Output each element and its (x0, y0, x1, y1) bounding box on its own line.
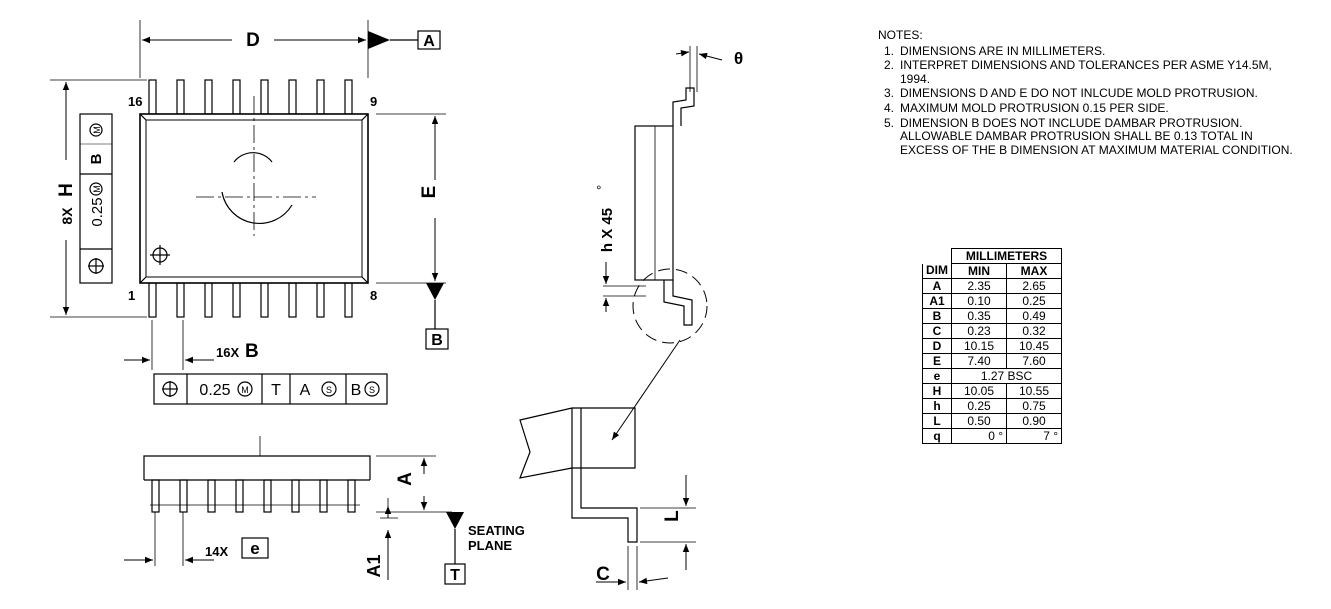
end-body (634, 125, 674, 281)
fcf-h-s2: S (369, 385, 375, 395)
label-e: e (250, 539, 259, 558)
fcf-v-m1: M (92, 126, 102, 134)
header-max: MAX (1006, 263, 1062, 279)
degree-symbol: ° (594, 185, 609, 190)
datum-A-label: A (423, 33, 435, 50)
top-view (50, 20, 449, 405)
note-item: 1.DIMENSIONS ARE IN MILLIMETERS. (884, 43, 1106, 58)
label-D: D (246, 30, 260, 51)
side-leads (151, 479, 356, 513)
gull-wing-lead (672, 87, 695, 126)
count-8x: 8X (59, 207, 75, 225)
pin16-label: 16 (128, 94, 142, 109)
label-A: A (395, 472, 416, 486)
fcf-h-datum-b: B (351, 382, 362, 399)
note-item: 5.DIMENSION B DOES NOT INCLUDE DAMBAR PR… (884, 115, 1293, 157)
fcf-v-tol: 0.25 (89, 197, 106, 226)
header-min: MIN (951, 263, 1007, 279)
header-millimeters: MILLIMETERS (951, 248, 1062, 264)
fcf-horizontal (153, 373, 388, 405)
fcf-h-m: M (241, 385, 249, 395)
count-16x: 16X (216, 345, 239, 360)
notes-block: NOTES: 1.DIMENSIONS ARE IN MILLIMETERS. … (878, 28, 1298, 158)
fcf-vertical (79, 113, 113, 284)
bottom-leads (148, 282, 353, 318)
drawing-labels: D A 16 9 1 8 E B 8X H 0.25 M B M 16X B 0… (56, 30, 743, 585)
detail-view (519, 407, 696, 590)
notes-title: NOTES: (878, 28, 923, 42)
count-14x: 14X (205, 544, 228, 559)
fcf-h-datum-t: T (271, 382, 281, 399)
top-leads (148, 79, 353, 115)
label-B: B (245, 341, 259, 362)
note-item: 2.INTERPRET DIMENSIONS AND TOLERANCES PE… (884, 58, 1272, 86)
label-L: L (662, 510, 683, 522)
label-h-x-45: h X 45 (599, 208, 616, 252)
fcf-h-datum-a: A (300, 382, 311, 399)
pin9-label: 9 (370, 94, 377, 109)
note-item: 3.DIMENSIONS D AND E DO NOT INLCUDE MOLD… (884, 86, 1258, 101)
package-drawing: D A 16 9 1 8 E B 8X H 0.25 M B M 16X B 0… (50, 20, 743, 590)
header-dim: DIM (922, 263, 952, 279)
notes-list: 1.DIMENSIONS ARE IN MILLIMETERS. 2.INTER… (878, 43, 1298, 158)
fcf-v-datum: B (88, 153, 105, 164)
side-body (143, 455, 371, 480)
plane-label: PLANE (468, 538, 512, 553)
side-view (124, 436, 466, 585)
fcf-h-s1: S (326, 385, 332, 395)
datum-T-label: T (450, 567, 460, 584)
label-C: C (596, 564, 610, 585)
theta-symbol: θ (734, 49, 743, 68)
pin1-label: 1 (128, 288, 135, 303)
end-view (602, 46, 723, 441)
note-item: 4.MAXIMUM MOLD PROTRUSION 0.15 PER SIDE. (884, 100, 1169, 115)
fcf-v-m2: M (92, 185, 102, 193)
detail-lead (571, 408, 638, 543)
pin8-label: 8 (370, 288, 377, 303)
label-E: E (419, 186, 440, 199)
label-H: H (56, 183, 77, 197)
seating-label: SEATING (468, 523, 525, 538)
label-A1: A1 (364, 554, 384, 577)
datum-B-label: B (431, 332, 443, 349)
fcf-h-tol: 0.25 (199, 382, 230, 399)
